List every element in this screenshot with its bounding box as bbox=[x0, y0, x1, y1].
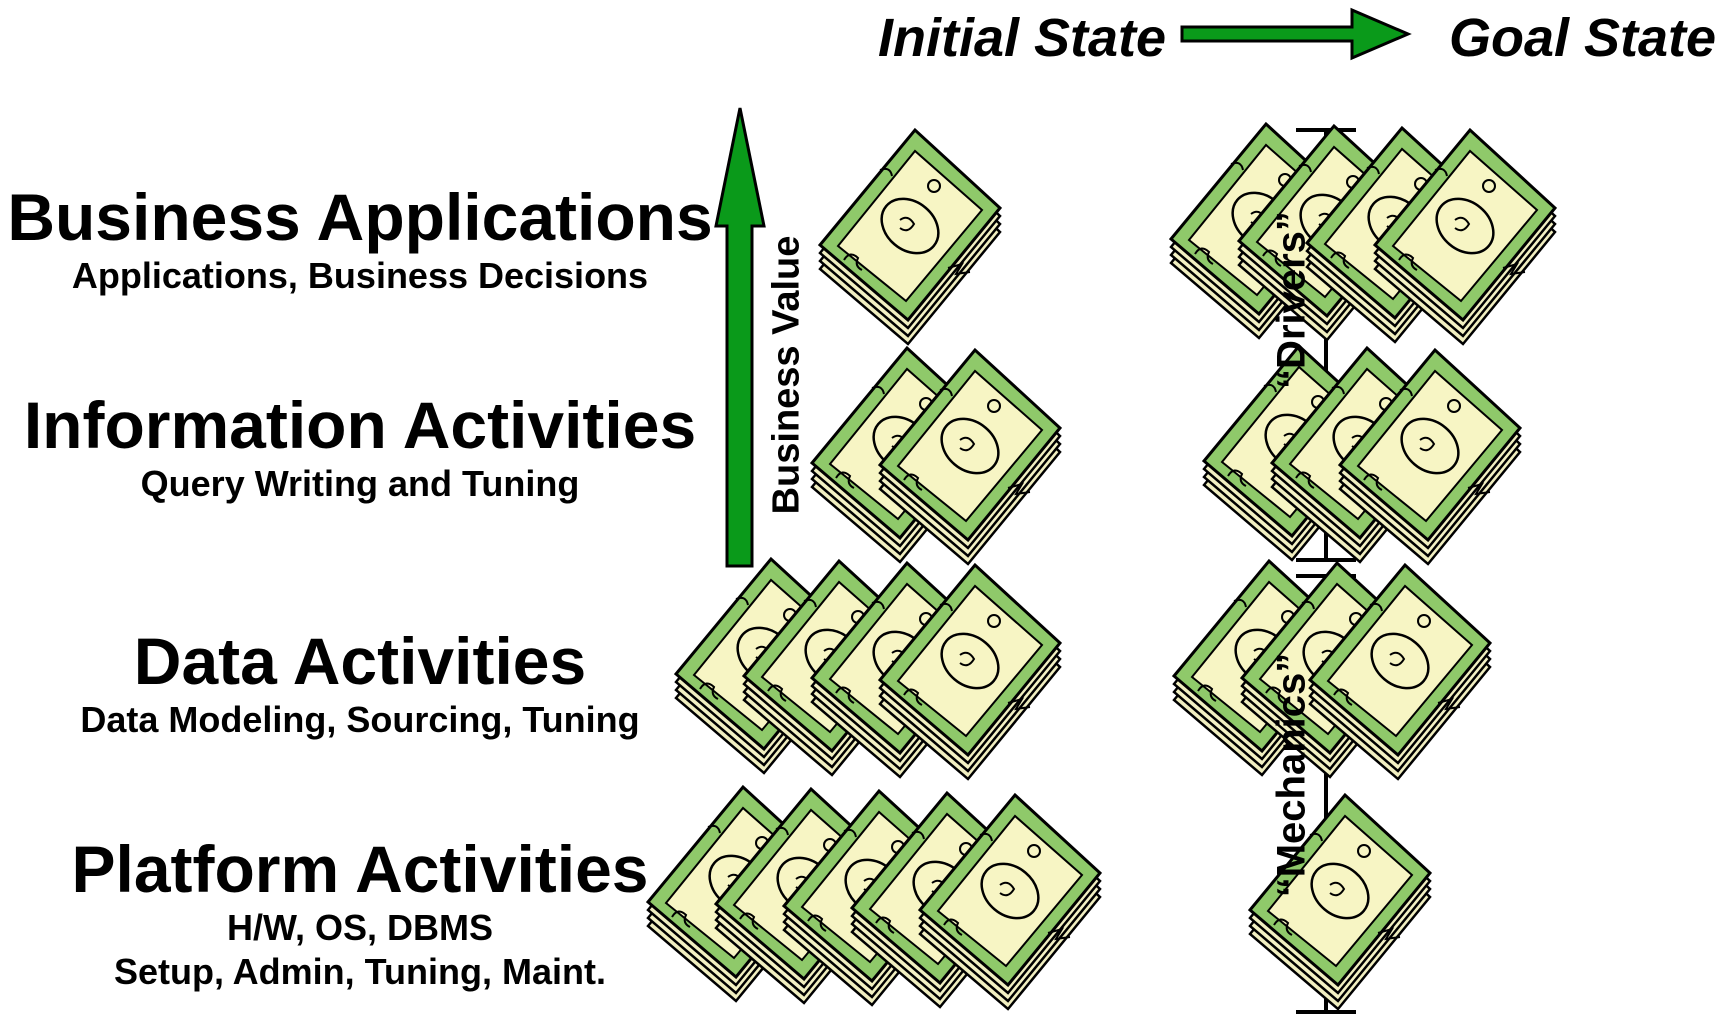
drivers-label: “Drivers” bbox=[1269, 211, 1314, 389]
layer-information-activities: Information Activities Query Writing and… bbox=[0, 388, 720, 506]
layer-subtitle: Applications, Business Decisions bbox=[71, 255, 649, 296]
initial-to-goal-arrow bbox=[1180, 7, 1412, 61]
layer-data-activities: Data Activities Data Modeling, Sourcing,… bbox=[0, 624, 720, 742]
business-value-label: Business Value bbox=[765, 235, 808, 515]
mechanics-label: “Mechanics” bbox=[1269, 652, 1314, 898]
layer-title: Information Activities bbox=[23, 388, 697, 462]
layer-platform-activities: Platform Activities H/W, OS, DBMS Setup,… bbox=[0, 832, 720, 994]
layer-subtitle: Data Modeling, Sourcing, Tuning bbox=[80, 699, 640, 740]
layer-subtitle: Setup, Admin, Tuning, Maint. bbox=[114, 951, 606, 992]
layer-title: Platform Activities bbox=[71, 832, 649, 906]
layer-business-applications: Business Applications Applications, Busi… bbox=[0, 180, 720, 298]
initial-state-label: Initial State bbox=[878, 8, 1167, 68]
layer-title: Data Activities bbox=[133, 624, 587, 698]
layer-title: Business Applications bbox=[7, 180, 713, 254]
layer-subtitle: Query Writing and Tuning bbox=[140, 463, 580, 504]
goal-state-label: Goal State bbox=[1449, 8, 1717, 68]
business-value-arrow bbox=[714, 107, 766, 568]
layer-subtitle: H/W, OS, DBMS bbox=[226, 907, 493, 948]
money-stack-icon bbox=[818, 128, 1002, 346]
